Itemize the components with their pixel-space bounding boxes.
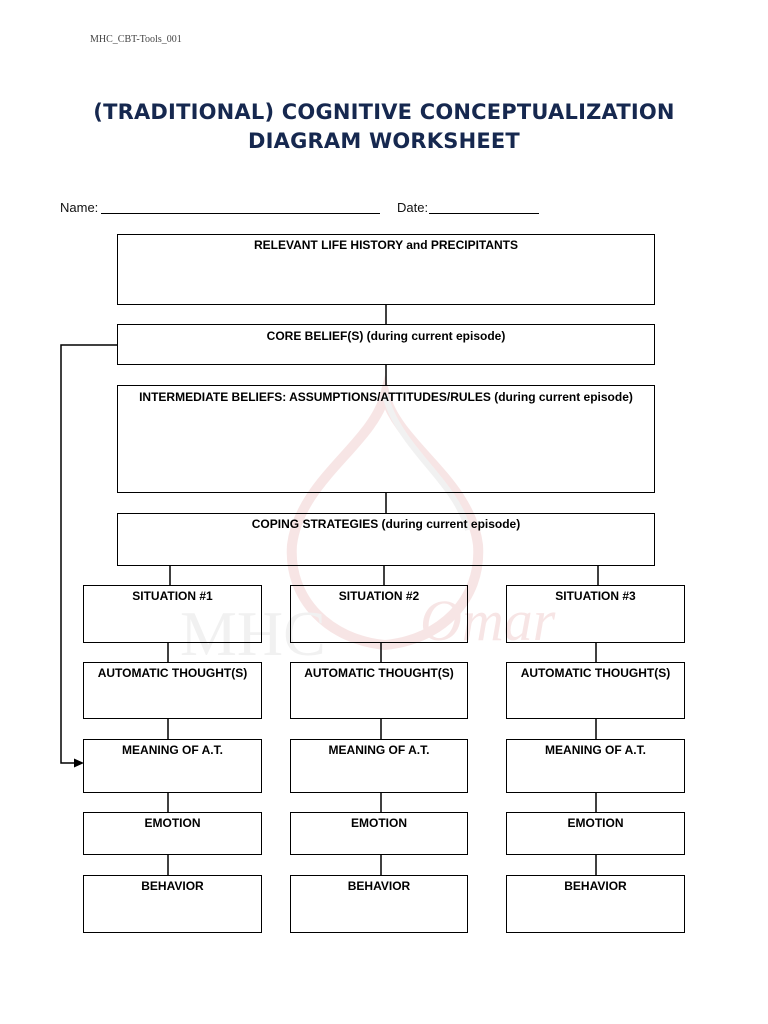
- situation-box-3[interactable]: SITUATION #3: [506, 585, 685, 643]
- situation-box-1[interactable]: SITUATION #1: [83, 585, 262, 643]
- coping-strategies-box[interactable]: COPING STRATEGIES (during current episod…: [117, 513, 655, 566]
- emotion-label-1: EMOTION: [84, 816, 261, 830]
- automatic-thought-box-3[interactable]: AUTOMATIC THOUGHT(S): [506, 662, 685, 719]
- meaning-label-3: MEANING OF A.T.: [507, 743, 684, 757]
- coping-strategies-label: COPING STRATEGIES (during current episod…: [118, 517, 654, 531]
- life-history-box[interactable]: RELEVANT LIFE HISTORY and PRECIPITANTS: [117, 234, 655, 305]
- behavior-label-2: BEHAVIOR: [291, 879, 467, 893]
- meaning-label-1: MEANING OF A.T.: [84, 743, 261, 757]
- behavior-box-3[interactable]: BEHAVIOR: [506, 875, 685, 933]
- automatic-thought-label-2: AUTOMATIC THOUGHT(S): [291, 666, 467, 680]
- emotion-box-2[interactable]: EMOTION: [290, 812, 468, 855]
- meaning-box-1[interactable]: MEANING OF A.T.: [83, 739, 262, 793]
- automatic-thought-box-2[interactable]: AUTOMATIC THOUGHT(S): [290, 662, 468, 719]
- meaning-box-3[interactable]: MEANING OF A.T.: [506, 739, 685, 793]
- emotion-box-1[interactable]: EMOTION: [83, 812, 262, 855]
- automatic-thought-label-1: AUTOMATIC THOUGHT(S): [84, 666, 261, 680]
- automatic-thought-box-1[interactable]: AUTOMATIC THOUGHT(S): [83, 662, 262, 719]
- situation-label-3: SITUATION #3: [507, 589, 684, 603]
- behavior-label-1: BEHAVIOR: [84, 879, 261, 893]
- behavior-box-2[interactable]: BEHAVIOR: [290, 875, 468, 933]
- behavior-box-1[interactable]: BEHAVIOR: [83, 875, 262, 933]
- meaning-box-2[interactable]: MEANING OF A.T.: [290, 739, 468, 793]
- automatic-thought-label-3: AUTOMATIC THOUGHT(S): [507, 666, 684, 680]
- intermediate-beliefs-box[interactable]: INTERMEDIATE BELIEFS: ASSUMPTIONS/ATTITU…: [117, 385, 655, 493]
- situation-box-2[interactable]: SITUATION #2: [290, 585, 468, 643]
- emotion-box-3[interactable]: EMOTION: [506, 812, 685, 855]
- situation-label-1: SITUATION #1: [84, 589, 261, 603]
- meaning-label-2: MEANING OF A.T.: [291, 743, 467, 757]
- core-beliefs-label: CORE BELIEF(S) (during current episode): [118, 329, 654, 343]
- intermediate-beliefs-label: INTERMEDIATE BELIEFS: ASSUMPTIONS/ATTITU…: [118, 390, 654, 404]
- core-beliefs-box[interactable]: CORE BELIEF(S) (during current episode): [117, 324, 655, 365]
- life-history-label: RELEVANT LIFE HISTORY and PRECIPITANTS: [118, 238, 654, 252]
- situation-label-2: SITUATION #2: [291, 589, 467, 603]
- emotion-label-3: EMOTION: [507, 816, 684, 830]
- emotion-label-2: EMOTION: [291, 816, 467, 830]
- behavior-label-3: BEHAVIOR: [507, 879, 684, 893]
